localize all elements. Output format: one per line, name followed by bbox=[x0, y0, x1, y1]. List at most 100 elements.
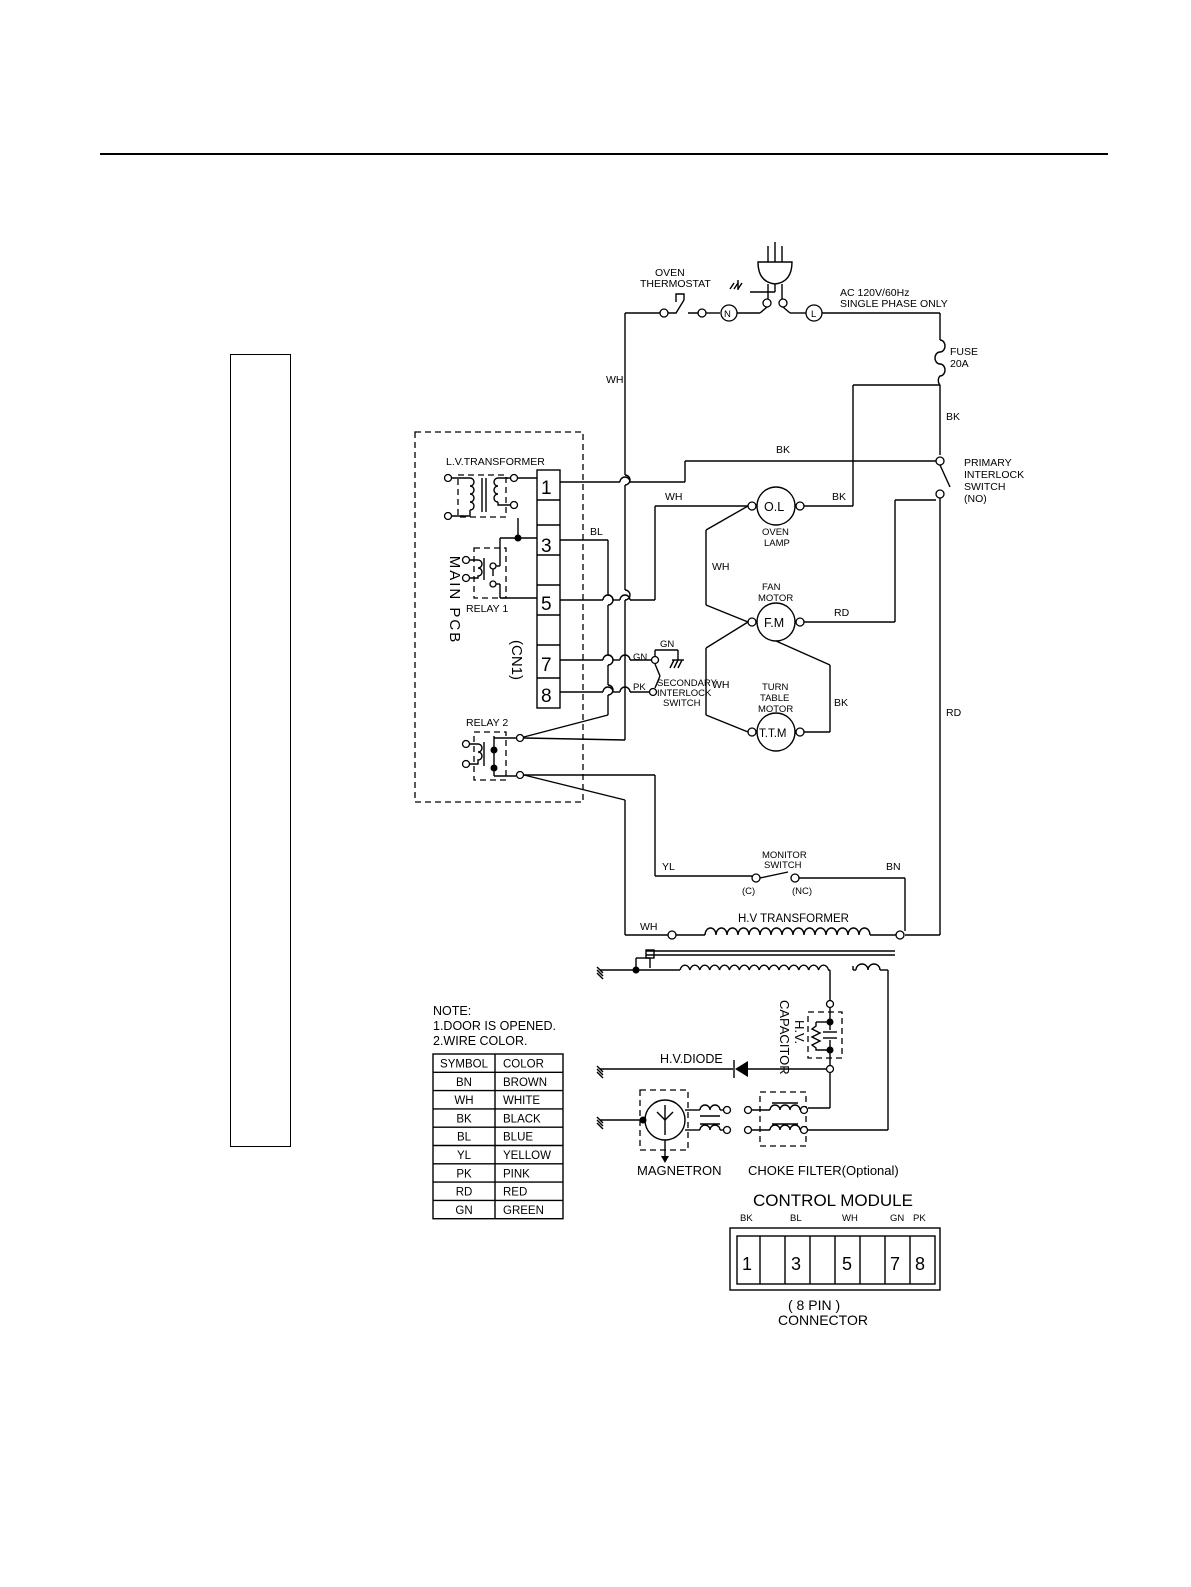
hv-transformer-primary bbox=[646, 927, 905, 956]
wire-label-yl-monitor: YL bbox=[662, 861, 675, 873]
cm-wire-label: GN bbox=[890, 1213, 904, 1224]
hv-transformer-label: H.V TRANSFORMER bbox=[738, 913, 849, 925]
relay-1-label: RELAY 1 bbox=[466, 603, 508, 615]
wire-label-wh-hvt: WH bbox=[640, 921, 658, 933]
table-cell-symbol: PK bbox=[456, 1168, 472, 1180]
cm-pin-label: 5 bbox=[842, 1254, 852, 1274]
relay-2 bbox=[461, 731, 516, 781]
hv-capacitor-label-2: CAPACITOR bbox=[777, 1000, 792, 1075]
table-cell-color: PINK bbox=[503, 1168, 530, 1180]
oven-thermostat-label-1: OVEN bbox=[655, 267, 685, 279]
control-module-title: CONTROL MODULE bbox=[753, 1191, 913, 1210]
control-module-footer-2: CONNECTOR bbox=[778, 1312, 868, 1328]
fan-motor-label-2: MOTOR bbox=[758, 593, 793, 604]
relay-1 bbox=[461, 537, 537, 599]
cm-wire-label: WH bbox=[842, 1213, 858, 1224]
primary-interlock-label-1: PRIMARY bbox=[964, 457, 1012, 469]
choke-filter-label: CHOKE FILTER(Optional) bbox=[748, 1163, 899, 1178]
table-cell-symbol: RD bbox=[456, 1187, 473, 1199]
wire-label-bk-pin1: BK bbox=[776, 444, 790, 456]
power-plug bbox=[729, 242, 793, 308]
main-pcb-label: MAIN PCB bbox=[446, 556, 463, 645]
wire-label-rd-right: RD bbox=[946, 707, 962, 719]
table-cell-symbol: BK bbox=[456, 1113, 472, 1125]
turntable-motor bbox=[747, 712, 805, 752]
fan-motor bbox=[747, 602, 805, 642]
wire-label-bn-monitor: BN bbox=[886, 861, 901, 873]
cn1-pin-3: 3 bbox=[541, 536, 552, 557]
table-cell-symbol: YL bbox=[457, 1150, 472, 1162]
table-cell-color: YELLOW bbox=[503, 1150, 551, 1162]
table-cell-color: WHITE bbox=[503, 1095, 540, 1107]
secondary-interlock-label-2: INTERLOCK bbox=[657, 688, 712, 699]
cm-wire-label: BL bbox=[790, 1213, 802, 1224]
table-cell-symbol: BL bbox=[457, 1132, 472, 1144]
table-cell-symbol: WH bbox=[454, 1095, 473, 1107]
oven-lamp-label-1: OVEN bbox=[762, 527, 789, 538]
wire-label-bk-lamp: BK bbox=[832, 491, 846, 503]
lv-transformer-label: L.V.TRANSFORMER bbox=[446, 456, 545, 468]
primary-interlock-label-3: SWITCH bbox=[964, 481, 1005, 493]
lv-transformer bbox=[443, 473, 519, 521]
wire-label-wh-top: WH bbox=[606, 374, 624, 386]
cn1-label: (CN1) bbox=[508, 640, 525, 680]
control-module-footer-1: ( 8 PIN ) bbox=[788, 1297, 840, 1313]
hv-capacitor bbox=[807, 999, 843, 1074]
wire-label-bk-ttm: BK bbox=[834, 697, 848, 709]
ac-supply-label-2: SINGLE PHASE ONLY bbox=[840, 298, 948, 310]
cn1-connector: 1 3 5 7 8 bbox=[536, 469, 561, 709]
table-cell-color: RED bbox=[503, 1187, 527, 1199]
ttm-symbol: T.T.M bbox=[759, 728, 786, 740]
choke-filter bbox=[720, 1091, 888, 1147]
wire-label-gn-switch: GN bbox=[633, 652, 647, 663]
side-box bbox=[230, 354, 291, 1147]
hv-capacitor-label-1: H.V. bbox=[792, 1020, 807, 1044]
table-header-symbol: SYMBOL bbox=[440, 1059, 489, 1071]
cn1-pin-5: 5 bbox=[541, 594, 552, 615]
oven-thermostat-label-2: THERMOSTAT bbox=[640, 278, 711, 290]
fuse-label-1: FUSE bbox=[950, 346, 978, 358]
magnetron bbox=[596, 1089, 721, 1163]
table-cell-color: GREEN bbox=[503, 1205, 544, 1217]
ac-supply-label-1: AC 120V/60Hz bbox=[840, 287, 909, 299]
wire-label-wh-lamp: WH bbox=[712, 561, 730, 573]
cn1-pin-7: 7 bbox=[541, 655, 552, 676]
ttm-label-1: TURN bbox=[762, 682, 789, 693]
oven-lamp-symbol: O.L bbox=[764, 500, 784, 514]
fan-motor-label-1: FAN bbox=[762, 582, 781, 593]
cm-pin-label: 3 bbox=[791, 1254, 801, 1274]
cm-pin-label: 7 bbox=[890, 1254, 900, 1274]
plug-l-label: L bbox=[811, 309, 816, 320]
secondary-interlock-label-1: SECONDARY bbox=[657, 678, 718, 689]
secondary-interlock-label-3: SWITCH bbox=[663, 698, 701, 709]
magnetron-label: MAGNETRON bbox=[637, 1163, 722, 1178]
relay-2-label: RELAY 2 bbox=[466, 717, 508, 729]
table-cell-color: BLUE bbox=[503, 1132, 533, 1144]
ttm-label-3: MOTOR bbox=[758, 704, 793, 715]
monitor-switch-label-1: MONITOR bbox=[762, 850, 807, 861]
plug-n-label: N bbox=[724, 309, 731, 320]
monitor-switch-label-2: SWITCH bbox=[764, 860, 802, 871]
secondary-interlock-switch bbox=[648, 649, 684, 697]
table-cell-color: BROWN bbox=[503, 1077, 547, 1089]
monitor-switch bbox=[751, 871, 800, 883]
monitor-nc-label: (NC) bbox=[792, 886, 812, 897]
fuse-label-2: 20A bbox=[950, 358, 969, 370]
wire-label-rd-fan: RD bbox=[834, 607, 850, 619]
cm-wire-label: PK bbox=[913, 1213, 926, 1224]
wire-label-gn-ground: GN bbox=[660, 639, 674, 650]
cn1-pin-8: 8 bbox=[541, 686, 552, 707]
table-cell-symbol: GN bbox=[455, 1205, 472, 1217]
cm-wire-label: BK bbox=[740, 1213, 753, 1224]
monitor-c-label: (C) bbox=[742, 886, 755, 897]
wire-label-wh-pin5: WH bbox=[665, 491, 683, 503]
hv-diode bbox=[596, 1060, 826, 1079]
table-header-color: COLOR bbox=[503, 1059, 544, 1071]
wire-label-bl-pin3: BL bbox=[590, 526, 603, 538]
note-title: NOTE: bbox=[433, 1004, 471, 1018]
wire-label-pk-switch: PK bbox=[633, 682, 646, 693]
table-cell-color: BLACK bbox=[503, 1113, 541, 1125]
hv-diode-label: H.V.DIODE bbox=[660, 1052, 723, 1066]
table-cell-symbol: BN bbox=[456, 1077, 472, 1089]
